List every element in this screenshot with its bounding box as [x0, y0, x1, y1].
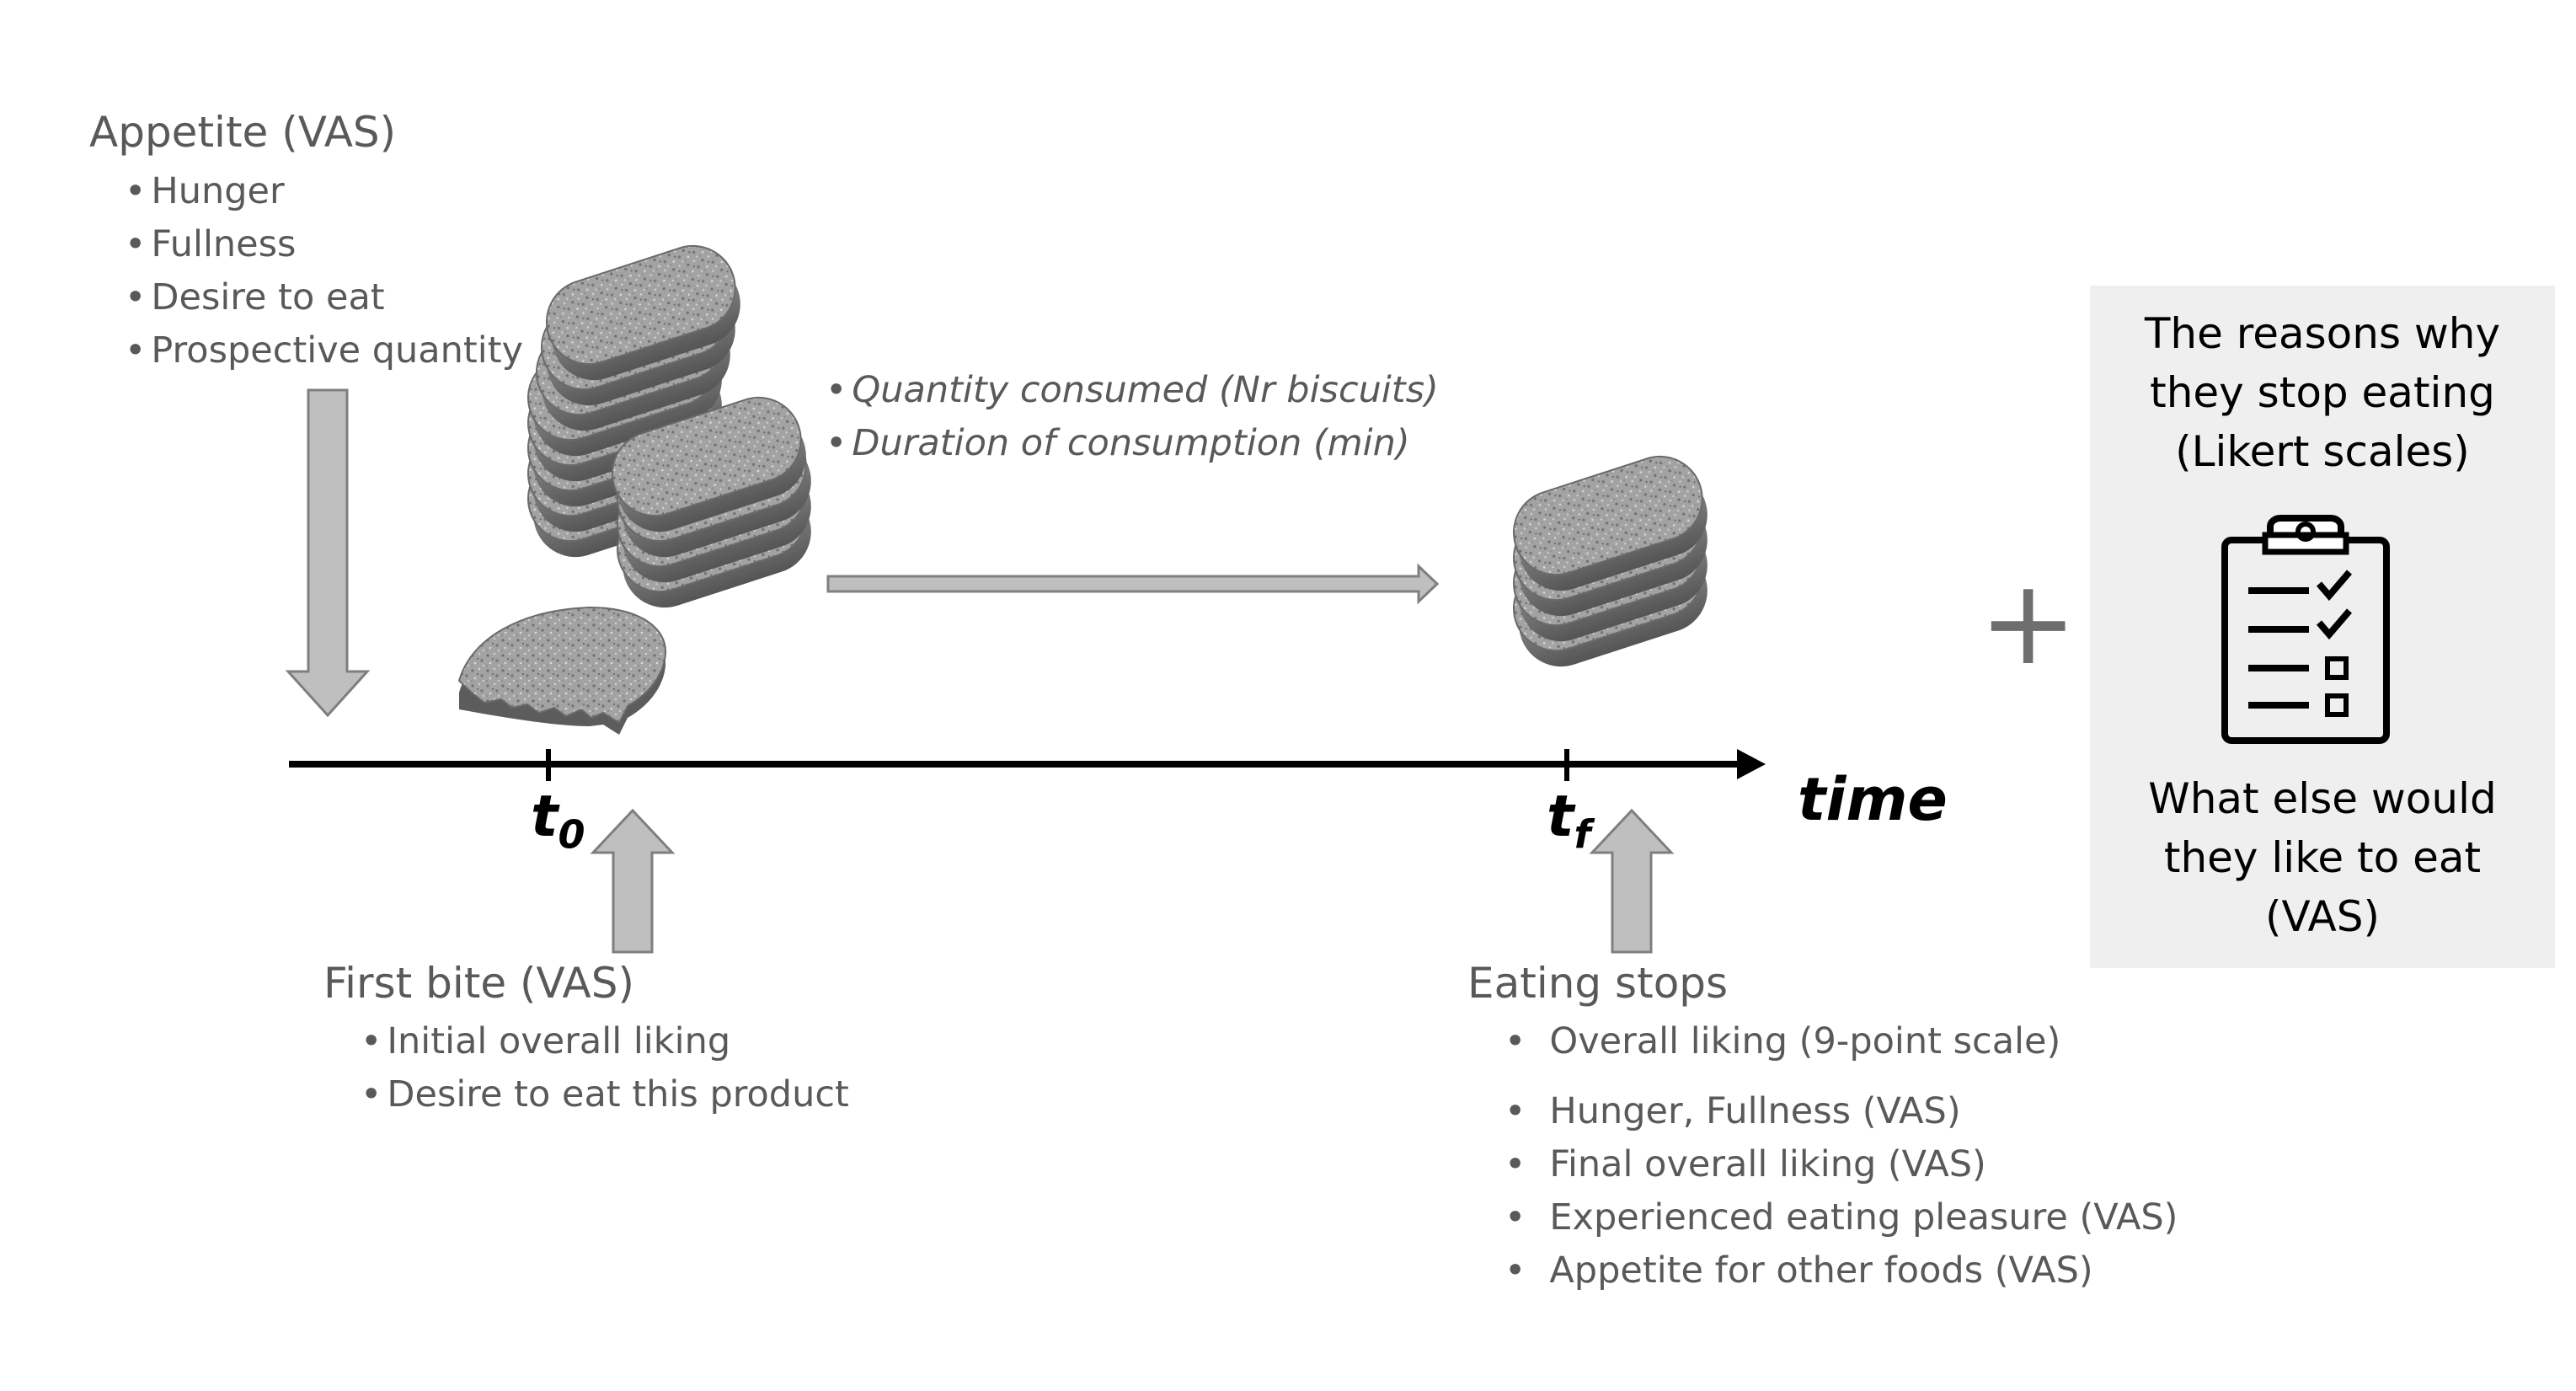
list-item: Final overall liking (VAS) [1504, 1138, 2178, 1191]
list-item: Quantity consumed (Nr biscuits) [826, 364, 1438, 417]
consumption-list: Quantity consumed (Nr biscuits) Duration… [826, 364, 1439, 470]
first-bite-list: Initial overall liking Desire to eat thi… [361, 1015, 849, 1121]
biscuit-stack-icon [516, 233, 823, 620]
list-item: Initial overall liking [361, 1015, 849, 1068]
list-item: Experienced eating pleasure (VAS) [1504, 1191, 2178, 1244]
panel-bottom-text: What else would they like to eat (VAS) [2148, 774, 2497, 941]
appetite-list: Hunger Fullness Desire to eat Prospectiv… [125, 165, 523, 377]
clipboard-checklist-icon [2221, 515, 2390, 744]
list-item: Hunger [125, 165, 523, 218]
list-item: Hunger, Fullness (VAS) [1504, 1085, 2178, 1138]
eating-stops-up-arrow [1589, 808, 1675, 954]
first-bite-up-arrow [590, 808, 676, 954]
list-item: Duration of consumption (min) [826, 417, 1439, 470]
eating-stops-list: Hunger, Fullness (VAS) Final overall lik… [1504, 1085, 2178, 1297]
first-bite-heading: First bite (VAS) [323, 959, 634, 1008]
consumption-right-arrow [826, 563, 1440, 605]
list-item: Appetite for other foods (VAS) [1504, 1244, 2178, 1297]
panel-top-text: The reasons why they stop eating (Likert… [2144, 309, 2501, 476]
list-item: Overall liking (9-point scale) [1504, 1015, 2060, 1068]
biscuit-stack-icon [1502, 444, 1719, 679]
list-item: Fullness [125, 218, 523, 271]
eating-stops-heading: Eating stops [1467, 959, 1729, 1008]
appetite-heading: Appetite (VAS) [89, 108, 397, 157]
appetite-down-arrow [285, 388, 371, 718]
t0-label: t0 [531, 784, 585, 858]
questionnaire-panel: The reasons why they stop eating (Likert… [2090, 286, 2555, 968]
list-item: Desire to eat [125, 271, 523, 324]
bitten-biscuit-icon [457, 606, 667, 735]
list-item: Prospective quantity [125, 324, 523, 377]
plus-icon: + [1979, 554, 2078, 692]
time-axis-label: time [1798, 765, 1948, 834]
eating-stops-first-list: Overall liking (9-point scale) [1504, 1015, 2060, 1068]
time-axis-arrowhead [1737, 749, 1766, 779]
list-item: Desire to eat this product [361, 1068, 848, 1121]
tf-label: tf [1547, 784, 1591, 858]
